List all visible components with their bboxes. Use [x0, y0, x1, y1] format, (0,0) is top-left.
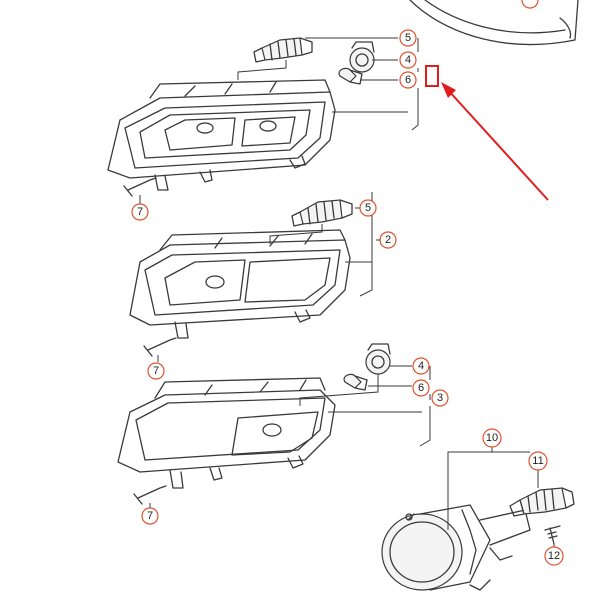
- callout-11[interactable]: 11: [528, 451, 548, 471]
- socket-lower: [365, 343, 391, 375]
- bulb-h11-middle: [291, 199, 353, 227]
- callout-5-upper[interactable]: 5: [399, 29, 417, 47]
- partial-headlight-housing: [409, 0, 579, 46]
- callout-5-middle[interactable]: 5: [359, 199, 377, 217]
- svg-text:7: 7: [153, 365, 159, 377]
- callout-4-upper[interactable]: 4: [399, 51, 417, 69]
- fog-lamp-upper: [107, 79, 336, 191]
- svg-text:3: 3: [437, 392, 443, 404]
- svg-text:5: 5: [405, 32, 411, 44]
- highlight-box: [425, 65, 439, 87]
- screw-lower: [133, 485, 167, 505]
- svg-text:10: 10: [486, 432, 498, 444]
- svg-text:7: 7: [137, 206, 143, 218]
- callout-12[interactable]: 12: [544, 546, 564, 566]
- svg-text:12: 12: [548, 550, 560, 562]
- callout-10[interactable]: 10: [482, 428, 502, 448]
- small-bulb-upper: [338, 67, 363, 85]
- small-bulb-lower: [343, 373, 368, 391]
- callout-7-middle[interactable]: 7: [147, 362, 165, 380]
- fog-lamp-lower: [117, 377, 336, 489]
- screw-round: [544, 525, 561, 545]
- fog-lamp-middle: [129, 229, 351, 339]
- round-fog-lamp: [381, 504, 531, 591]
- highlight-arrow: [441, 82, 549, 201]
- screw-middle: [143, 337, 177, 357]
- callout-6-upper[interactable]: 6: [399, 71, 417, 89]
- svg-text:2: 2: [385, 234, 391, 246]
- svg-text:11: 11: [532, 455, 543, 467]
- bulb-h11-upper: [253, 37, 313, 63]
- callout-6-lower[interactable]: 6: [412, 379, 430, 397]
- callout-7-upper[interactable]: 7: [131, 203, 149, 221]
- svg-text:7: 7: [147, 510, 153, 522]
- screw-upper: [123, 177, 157, 197]
- svg-text:5: 5: [365, 202, 371, 214]
- svg-text:4: 4: [405, 54, 411, 66]
- svg-text:6: 6: [405, 74, 411, 86]
- callout-4-lower[interactable]: 4: [412, 357, 430, 375]
- callout-7-lower[interactable]: 7: [141, 507, 159, 525]
- svg-text:6: 6: [418, 382, 424, 394]
- callout-3[interactable]: 3: [431, 389, 449, 407]
- svg-text:4: 4: [418, 360, 424, 372]
- bulb-h11-round: [509, 487, 575, 517]
- callout-top-cut[interactable]: [521, 0, 539, 9]
- callout-2[interactable]: 2: [379, 231, 397, 249]
- socket-upper: [349, 41, 375, 73]
